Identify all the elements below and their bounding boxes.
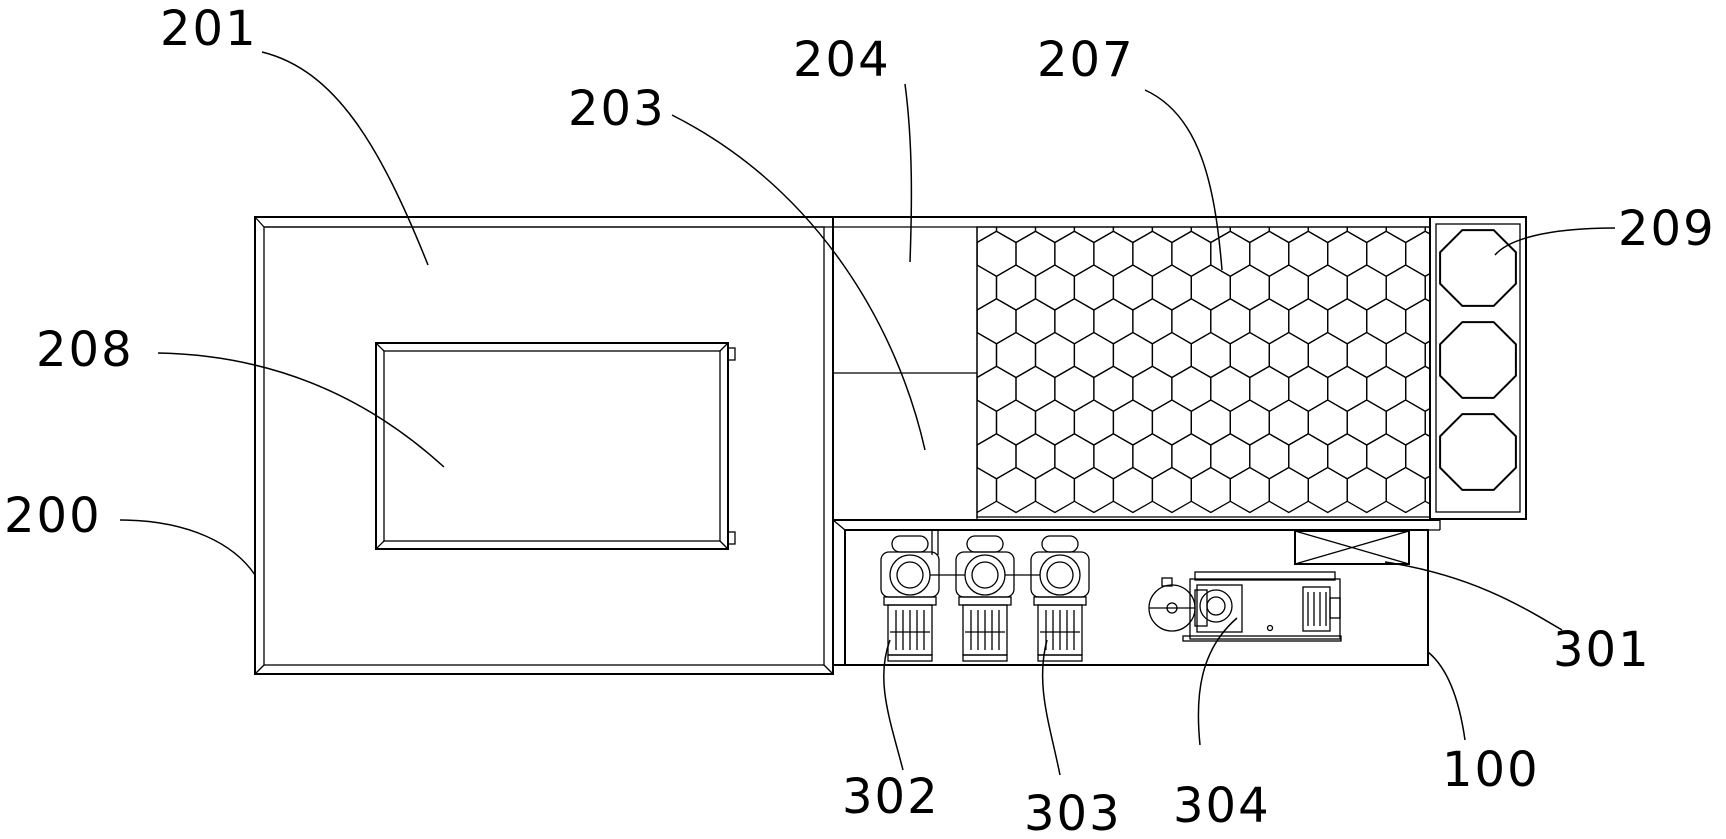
- label-100: 100: [1442, 742, 1540, 798]
- pump-group: [880, 530, 1090, 662]
- cartridges-209: [1429, 216, 1527, 520]
- upper-housing: [255, 216, 1526, 520]
- label-207: 207: [1037, 32, 1135, 88]
- honeycomb-207: [976, 226, 1431, 518]
- frame-100: [832, 519, 1441, 666]
- label-204: 204: [793, 32, 891, 88]
- motor-304: [1148, 571, 1342, 642]
- tank-200: [254, 216, 834, 675]
- leader-lines: [119, 51, 1616, 776]
- label-208: 208: [36, 322, 134, 378]
- label-302: 302: [842, 769, 940, 825]
- label-200: 200: [4, 488, 102, 544]
- label-209: 209: [1618, 201, 1716, 257]
- label-301: 301: [1553, 622, 1651, 678]
- label-303: 303: [1024, 786, 1122, 839]
- box-301: [1294, 530, 1410, 565]
- label-304: 304: [1173, 778, 1271, 834]
- label-201: 201: [160, 1, 258, 57]
- window-208: [375, 342, 736, 550]
- label-203: 203: [568, 81, 666, 137]
